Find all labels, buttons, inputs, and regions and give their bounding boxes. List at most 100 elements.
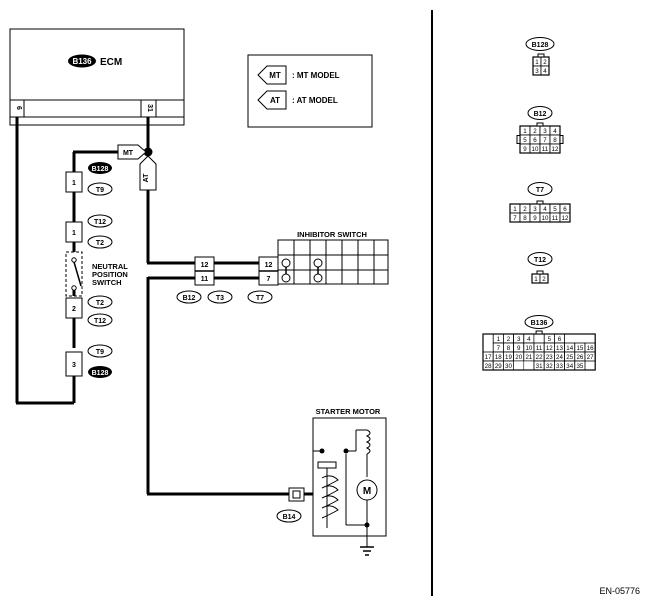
connector-pin-number: 7 [543,137,547,144]
connector-pin-number: 21 [525,354,532,361]
legend: MT : MT MODEL AT : AT MODEL [247,54,373,128]
neutral-position-switch: NEUTRAL POSITION SWITCH [65,251,128,297]
connector-tag: T2 [96,300,104,307]
ecm-pin-left: 6 [15,106,22,110]
connector-view-name: T7 [536,187,544,194]
connector-pin-number: 29 [495,363,502,370]
inhibitor-connector-tags: B12 T3 T7 [176,290,273,304]
connector-key [537,53,545,58]
connector-pin-number: 1 [534,276,538,283]
connector-pin-number: 8 [553,137,557,144]
connector-pin-number: 4 [553,128,557,135]
svg-text:1: 1 [72,180,76,187]
mt-branch-arrow: MT [117,144,147,160]
connector-pin-number: 6 [533,137,537,144]
connector-pin-number: 5 [553,206,557,213]
connector-pin-number: 3 [535,68,539,75]
connector-pin-number: 9 [517,345,521,352]
connector-view-name: B136 [531,320,548,327]
left-connector-3: 2 T2 T12 [65,295,113,327]
left-connector-4: 3 T9 B128 [65,344,113,378]
connector-pin-number: 15 [576,345,583,352]
ecm-connector-tag [68,54,96,68]
left-connector-2: 1 T12 T2 [65,214,113,249]
connector-pin-number: 2 [543,59,547,66]
mt-legend-text: : MT MODEL [292,71,340,80]
connector-pin-number: 32 [546,363,553,370]
connector-pin-number: 12 [552,146,559,153]
connector-pin-number: 9 [523,146,527,153]
connector-pin-number: 25 [566,354,573,361]
connector-pin-number: 5 [523,137,527,144]
connector-tag: T2 [96,240,104,247]
connector-view-name: B12 [534,111,547,118]
connector-pin-number: 1 [523,128,527,135]
starter-connector-tag: B14 [283,514,296,521]
connector-tag: B12 [183,295,196,302]
ecm-connector-label: B136 [72,57,92,66]
wires [15,117,313,496]
connector-pin-number: 34 [566,363,573,370]
connector-side-tab [516,135,521,144]
connector-pin-empty [533,333,545,344]
starter-motor-title: STARTER MOTOR [316,407,381,416]
svg-text:12: 12 [201,262,209,269]
connector-pin-number: 27 [587,354,594,361]
ecm-label: ECM [100,57,122,68]
connector-key [536,270,544,275]
connector-pin-number: 10 [525,345,532,352]
connector-pin-number: 2 [523,206,527,213]
connector-pin-number: 3 [533,206,537,213]
mt-branch-label: MT [123,150,134,157]
at-legend-tag: AT [270,96,280,105]
starter-motor: STARTER MOTOR B14 M [276,407,387,556]
connector-tag: B128 [92,166,109,173]
ecm-pin-right: 31 [146,104,153,112]
connector-pin-number: 16 [587,345,594,352]
connector-pin-number: 6 [563,206,567,213]
connector-pin-number: 1 [535,59,539,66]
connector-key [536,200,544,205]
connector-pin-number: 35 [576,363,583,370]
connector-pin-number: 23 [546,354,553,361]
connector-pin-number: 3 [543,128,547,135]
connector-pin-number: 2 [533,128,537,135]
svg-text:POSITION: POSITION [92,270,128,279]
connector-pin-number: 22 [536,354,543,361]
connector-tag: T12 [94,318,106,325]
connector-key [535,330,543,335]
svg-text:12: 12 [265,262,273,269]
connector-pin-number: 13 [556,345,563,352]
svg-text:3: 3 [72,362,76,369]
ecm-unit: B136 ECM 6 31 [9,28,185,126]
svg-text:11: 11 [201,276,209,283]
connector-pin-number: 30 [505,363,512,370]
connector-side-tab [559,135,564,144]
connector-pin-number: 20 [515,354,522,361]
connector-pin-number: 19 [505,354,512,361]
connector-pin-number: 1 [513,206,517,213]
connector-pin-number: 33 [556,363,563,370]
connector-tag: T12 [94,219,106,226]
svg-text:2: 2 [72,306,76,313]
connector-pin-empty [523,360,535,371]
connector-tag: T3 [216,295,224,302]
mt-legend-arrow [257,65,287,85]
connector-tag: T9 [96,349,104,356]
connector-key [536,122,544,127]
connector-pin-number: 6 [558,336,562,343]
left-connector-1: 1 B128 T9 [65,162,113,196]
svg-text:SWITCH: SWITCH [92,278,122,287]
connector-pin-number: 4 [543,206,547,213]
connector-tag: T9 [96,187,104,194]
connector-tag: B128 [92,370,109,377]
svg-text:7: 7 [267,276,271,283]
connector-pin-number: 11 [552,215,559,222]
inhibitor-switch: INHIBITOR SWITCH [277,230,389,285]
